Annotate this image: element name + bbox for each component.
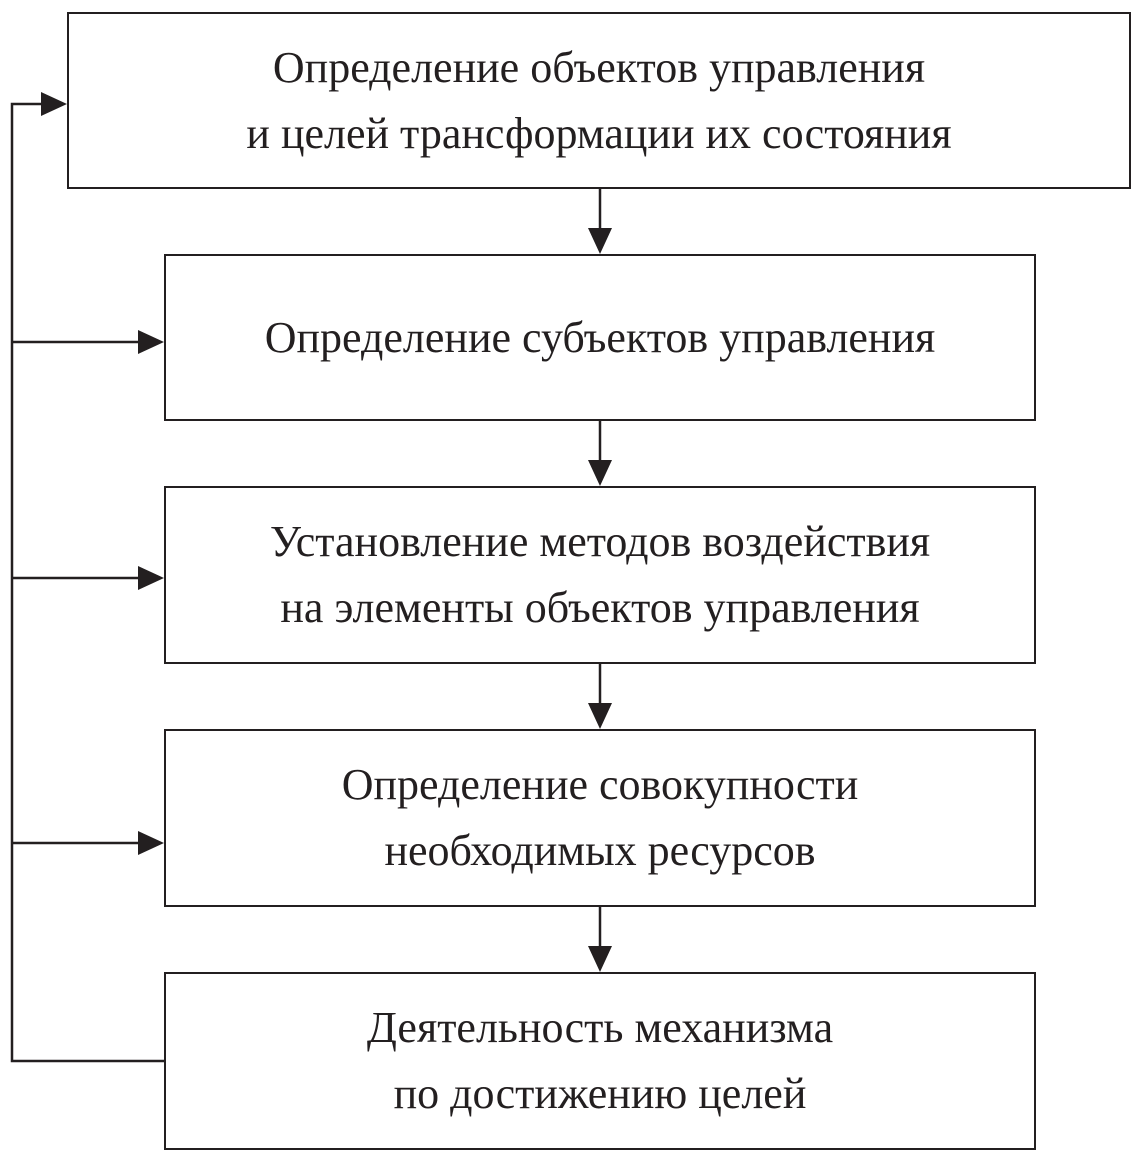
step-box-objects-goals: Определение объектов управления и целей … [67,12,1131,189]
step-1-line-1: Определение объектов управления [272,42,926,92]
step-5-line-2: по достижению целей [393,1069,807,1118]
arrowhead-down-4 [588,946,612,972]
arrowhead-right-3 [138,566,164,590]
step-box-resources: Определение совокупности необходимых рес… [164,729,1036,907]
step-4-line-1: Определение совокупности [341,760,859,809]
feedback-loop-line [10,102,164,1063]
step-5-line-1: Деятельность механизма [366,1003,834,1052]
arrowhead-down-2 [588,460,612,486]
arrowhead-right-4 [138,831,164,855]
step-box-methods: Установление методов воздействия на элем… [164,486,1036,664]
arrowhead-right-1 [41,92,67,116]
step-3-line-1: Установление методов воздействия [269,517,931,566]
arrowhead-right-2 [138,330,164,354]
step-box-mechanism: Деятельность механизма по достижению цел… [164,972,1036,1150]
arrowhead-down-1 [588,228,612,254]
step-4-line-2: необходимых ресурсов [384,826,816,875]
step-box-subjects: Определение субъектов управления [164,254,1036,421]
step-2-line-1: Определение субъектов управления [264,312,936,362]
step-3-line-2: на элементы объектов управления [280,583,920,632]
step-1-line-2: и целей трансформации их состояния [246,108,952,158]
arrowhead-down-3 [588,703,612,729]
